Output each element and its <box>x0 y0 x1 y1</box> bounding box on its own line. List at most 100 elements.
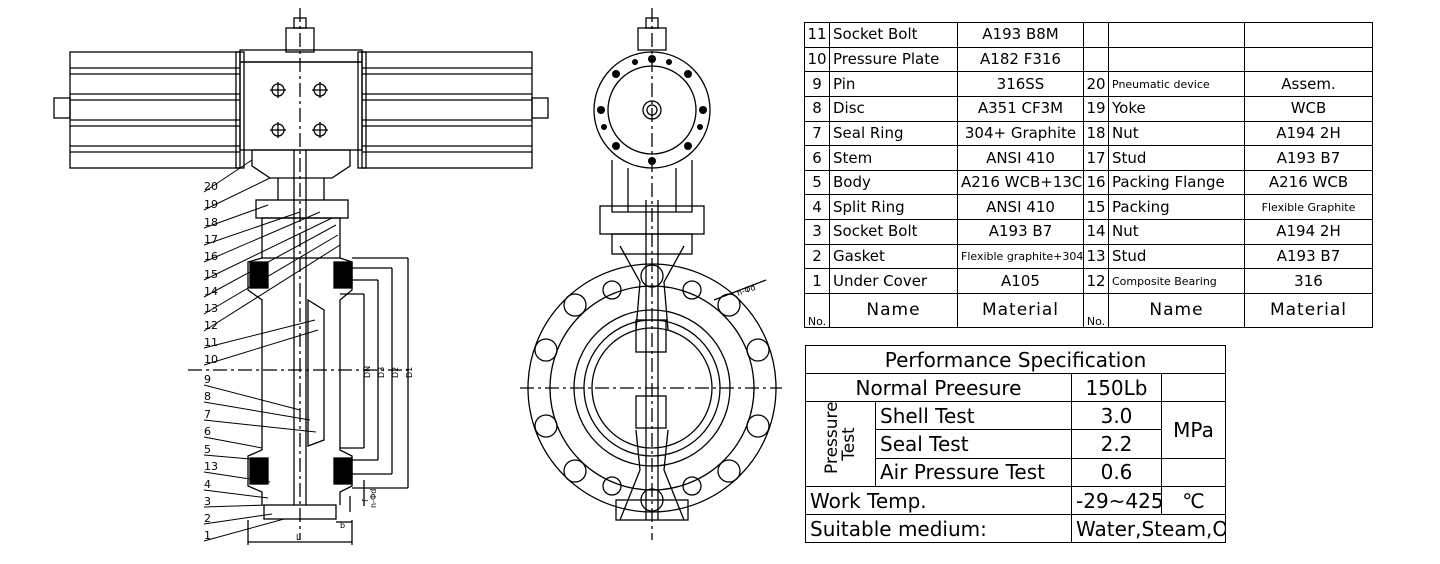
callout-number: 4 <box>204 478 211 491</box>
bom-name-cell: Socket Bolt <box>829 219 958 245</box>
bom-material-cell <box>1244 46 1373 73</box>
callout-number: 12 <box>204 319 218 332</box>
bom-header-material: Material <box>957 293 1084 328</box>
pressure-unit: MPa <box>1160 401 1227 459</box>
callout-number: 9 <box>204 373 211 386</box>
bom-header-no: No. <box>1083 293 1109 328</box>
callout-number: 2 <box>204 512 211 525</box>
bom-material-cell: ANSI 410 <box>957 194 1084 221</box>
bom-name-cell: Seal Ring <box>829 120 958 147</box>
shell-test-value: 3.0 <box>1071 400 1162 431</box>
dim-f-label: f <box>361 499 370 502</box>
callout-number: 10 <box>204 353 218 366</box>
dim-d1-label: D1 <box>405 367 414 378</box>
work-temp-value: -29~425 <box>1071 486 1162 515</box>
bom-name-cell: Stem <box>829 145 958 171</box>
bom-no-cell <box>1083 22 1109 48</box>
callout-number: 6 <box>204 425 211 438</box>
bom-name-cell: Under Cover <box>829 268 958 295</box>
work-temp-unit: ℃ <box>1160 486 1227 515</box>
dim-dn-label: DN <box>363 366 372 378</box>
bom-name-cell: Yoke <box>1108 95 1245 122</box>
bom-no-cell: 18 <box>1083 120 1109 147</box>
suitable-medium-label: Suitable medium: <box>805 514 1072 543</box>
callout-number: 19 <box>204 198 218 211</box>
empty-cell <box>1160 373 1227 402</box>
callout-number: 8 <box>204 390 211 403</box>
bom-no-cell: 10 <box>804 46 830 73</box>
spec-title: Performance Specification <box>804 345 1227 374</box>
callout-number: 18 <box>204 216 218 229</box>
work-temp-label: Work Temp. <box>805 486 1072 515</box>
bom-no-cell: 16 <box>1083 169 1109 196</box>
bom-no-cell: 12 <box>1083 268 1109 295</box>
bom-name-cell: Packing <box>1108 194 1245 221</box>
air-pressure-test-value: 0.6 <box>1071 457 1162 488</box>
bom-material-cell: A193 B7 <box>957 219 1084 245</box>
pressure-test-group: Pressure Test <box>805 401 876 487</box>
callout-number: 1 <box>204 529 211 542</box>
bom-material-cell: A193 B7 <box>1244 145 1373 171</box>
bom-material-cell: Flexible Graphite <box>1244 194 1373 221</box>
bom-header-name: Name <box>1108 293 1245 328</box>
bom-no-cell: 15 <box>1083 194 1109 221</box>
bom-name-cell: Socket Bolt <box>829 22 958 48</box>
bom-material-cell: A193 B7 <box>1244 243 1373 270</box>
bom-no-cell: 17 <box>1083 145 1109 171</box>
front-view <box>520 8 782 540</box>
bom-name-cell: Split Ring <box>829 194 958 221</box>
side-view <box>53 8 549 545</box>
callout-number: 13 <box>204 460 218 473</box>
bom-material-cell: 316SS <box>957 71 1084 97</box>
bom-material-cell: A194 2H <box>1244 120 1373 147</box>
dim-nd-front-label: n-Φd <box>736 283 757 298</box>
bom-material-cell: 316 <box>1244 268 1373 295</box>
callout-number: 5 <box>204 443 211 456</box>
bom-name-cell: Body <box>829 169 958 196</box>
bom-header-no: No. <box>804 293 830 328</box>
bom-name-cell: Nut <box>1108 120 1245 147</box>
bom-material-cell: A351 CF3M <box>957 95 1084 122</box>
dim-d3-label: D3 <box>377 367 386 378</box>
bom-no-cell: 5 <box>804 169 830 196</box>
bom-material-cell: 304+ Graphite <box>957 120 1084 147</box>
suitable-medium-value: Water,Steam,Oil <box>1070 514 1227 543</box>
bom-name-cell: Pressure Plate <box>829 46 958 73</box>
bom-material-cell: A216 WCB <box>1244 169 1373 196</box>
air-pressure-test-label: Air Pressure Test <box>875 457 1072 488</box>
bom-name-cell <box>1108 22 1245 48</box>
bom-no-cell: 6 <box>804 145 830 171</box>
bom-name-cell: Gasket <box>829 243 958 270</box>
bom-name-cell: Nut <box>1108 219 1245 245</box>
bom-no-cell: 20 <box>1083 71 1109 97</box>
bom-header-material: Material <box>1244 293 1373 328</box>
seal-test-label: Seal Test <box>875 429 1072 459</box>
bom-material-cell: A193 B8M <box>957 22 1084 48</box>
normal-pressure-value: 150Lb <box>1071 373 1162 402</box>
dim-l-label: L <box>296 533 301 542</box>
callout-number: 15 <box>204 268 218 281</box>
callout-number: 20 <box>204 180 218 193</box>
bom-no-cell: 19 <box>1083 95 1109 122</box>
bom-material-cell: A194 2H <box>1244 219 1373 245</box>
bom-name-cell: Pin <box>829 71 958 97</box>
bom-material-cell: A105 <box>957 268 1084 295</box>
bom-material-cell <box>1244 22 1373 48</box>
dim-b-label: b <box>340 521 345 530</box>
bom-material-cell: Assem. <box>1244 71 1373 97</box>
shell-test-label: Shell Test <box>875 400 1072 431</box>
bom-name-cell: Pneumatic device <box>1108 71 1245 97</box>
